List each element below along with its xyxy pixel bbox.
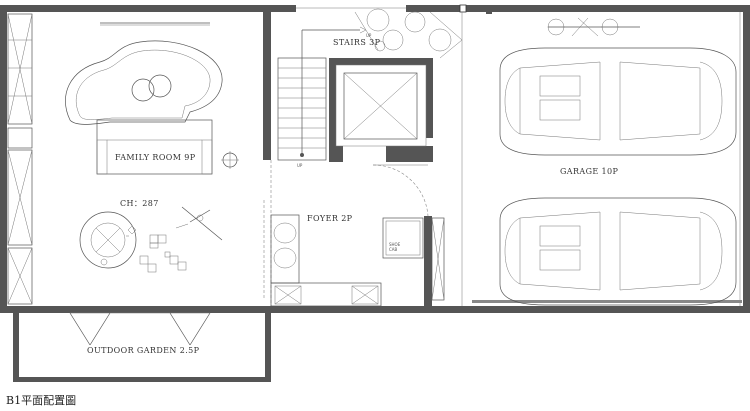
stair-up-label-left: UP (297, 163, 303, 168)
svg-text:SHOE CAB: SHOE CAB (389, 242, 402, 252)
coffee-table (131, 74, 172, 102)
toy-chairs (139, 234, 187, 273)
foyer-label: FOYER 2P (307, 214, 353, 223)
garage-bicycle (547, 17, 640, 37)
garden-doors (69, 312, 211, 346)
car-top (499, 47, 737, 156)
round-rug (79, 211, 137, 269)
stair-up-label-right: UP (366, 33, 372, 38)
foyer-door-arc (263, 160, 429, 306)
curved-sofa (65, 40, 223, 125)
lamp-symbol (221, 151, 239, 169)
plan-title: B1平面配置圖 (6, 394, 76, 407)
garage-boundary (461, 12, 742, 306)
family-room-label: FAMILY ROOM 9P (115, 153, 196, 162)
family-sofa (96, 119, 213, 175)
stairs-label: STAIRS 3P (333, 38, 381, 47)
landing-plants (354, 8, 463, 59)
top-windows (296, 4, 467, 13)
elevator (335, 64, 427, 147)
ceiling-light-bar (100, 22, 210, 26)
ceiling-height-label: CH：287 (120, 199, 159, 208)
staircase (277, 26, 367, 161)
interior-walls (263, 12, 492, 306)
foyer-bench (270, 282, 382, 307)
garage-label: GARAGE 10P (560, 167, 619, 176)
car-bottom (499, 197, 737, 306)
foyer-cabinet (270, 214, 300, 284)
bicycle (175, 206, 223, 241)
outdoor-garden-label: OUTDOOR GARDEN 2.5P (87, 346, 200, 355)
left-cabinets (7, 13, 33, 305)
foyer-shoe-cabinet: SHOE CAB (382, 217, 445, 301)
